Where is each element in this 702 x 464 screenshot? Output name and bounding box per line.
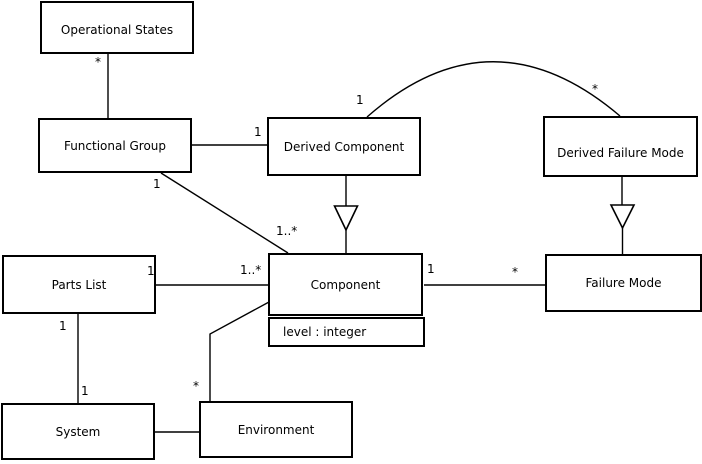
multiplicity-derived-component-from-functional-group: 1: [254, 125, 262, 139]
class-box-failure-mode: Failure Mode: [545, 254, 702, 312]
association-arc-derived-component-derived-failure-mode: [366, 61, 621, 118]
association-functional-group-component: [160, 172, 289, 254]
multiplicity-functional-group-lower-end: 1: [153, 177, 161, 191]
generalization-triangle-icon: [333, 205, 359, 232]
multiplicity-component-to-failure-mode: 1: [427, 262, 435, 276]
multiplicity-parts-list-end: 1: [147, 264, 155, 278]
generalization-triangle-icon: [609, 204, 636, 230]
multiplicity-operational-states-end: *: [95, 55, 101, 69]
class-box-functional-group: Functional Group: [38, 118, 192, 173]
multiplicity-failure-mode-end: *: [512, 265, 518, 279]
class-label: Component: [310, 277, 381, 292]
class-label: Derived Failure Mode: [557, 145, 684, 160]
class-box-parts-list: Parts List: [2, 255, 156, 314]
class-box-derived-component: Derived Component: [267, 117, 421, 176]
class-label: Functional Group: [63, 138, 167, 153]
multiplicity-parts-list-bottom-end: 1: [59, 319, 67, 333]
multiplicity-component-from-functional-group: 1..*: [276, 224, 298, 238]
class-attribute-compartment-component: level : integer: [268, 317, 425, 347]
multiplicity-system-top-end: 1: [81, 384, 89, 398]
class-box-operational-states: Operational States: [40, 1, 194, 54]
multiplicity-arc-derived-component-end: 1: [356, 93, 364, 107]
class-box-derived-failure-mode: Derived Failure Mode: [543, 116, 698, 177]
multiplicity-arc-derived-failure-mode-end: *: [592, 82, 598, 96]
class-box-environment: Environment: [199, 401, 353, 458]
class-label: Parts List: [51, 277, 107, 292]
class-label: Operational States: [60, 23, 174, 37]
class-box-system: System: [1, 403, 155, 460]
class-label: System: [55, 424, 101, 439]
multiplicity-environment-top-end: *: [193, 379, 199, 393]
class-label: Derived Component: [283, 139, 405, 154]
attribute-label: level : integer: [283, 325, 367, 339]
class-box-component: Component: [268, 253, 423, 316]
multiplicity-component-from-parts-list: 1..*: [240, 263, 262, 277]
association-component-environment: [209, 301, 270, 401]
class-label: Environment: [237, 422, 315, 437]
class-label: Failure Mode: [585, 276, 662, 290]
